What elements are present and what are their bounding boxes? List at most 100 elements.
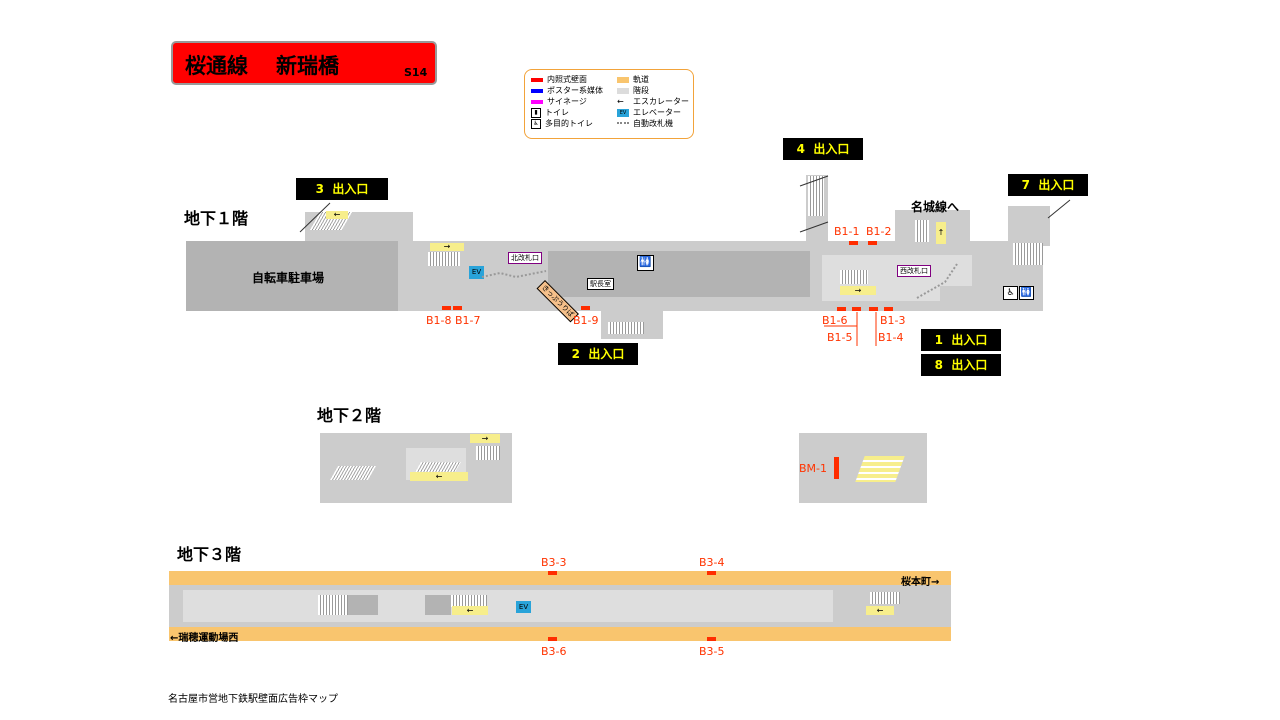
ad-b1-5: [852, 307, 861, 311]
b3-track-top: [169, 571, 951, 585]
north-gate-line: [481, 270, 547, 279]
b1-toilet-icon: 🚻: [637, 255, 654, 271]
b3-track-bottom: [169, 627, 951, 641]
ad-b3-3: [548, 571, 557, 575]
b2-stairs-2: [415, 462, 461, 472]
toilet-icon: ▮: [531, 107, 541, 118]
legend-item-gate: 自動改札機: [617, 118, 693, 129]
ad-label-b1-7: B1-7: [455, 314, 481, 327]
ad-b3-6: [548, 637, 557, 641]
ad-label-b1-2: B1-2: [866, 225, 892, 238]
exit-3-sign: 3 出入口: [296, 178, 388, 200]
ad-label-b3-5: B3-5: [699, 645, 725, 658]
floor-label-b2: 地下２階: [317, 406, 382, 425]
ad-b3-5: [707, 637, 716, 641]
station-code: S14: [404, 66, 428, 79]
ad-label-b1-4: B1-4: [878, 331, 904, 344]
b1-stairs-left: [428, 252, 460, 266]
station-title-banner: 桜通線 新瑞橋 S14: [171, 41, 437, 85]
legend-item-toilet: ▮トイレ: [531, 107, 615, 118]
b2-stairs-1: [329, 466, 377, 480]
legend-item-poster: ポスター系媒体: [531, 85, 615, 96]
ad-b1-4: [869, 307, 878, 311]
exit-2-sign: 2 出入口: [558, 343, 638, 365]
meijo-line-label: 名城線へ: [911, 200, 960, 214]
signage-swatch-icon: [531, 99, 543, 104]
ad-label-b1-3: B1-3: [880, 314, 906, 327]
west-escalator: →: [840, 286, 876, 295]
exit-1-sign: 1 出入口: [921, 329, 1001, 351]
ad-label-b1-6: B1-6: [822, 314, 848, 327]
floor-label-b3: 地下３階: [177, 545, 242, 564]
b3-escalator-2: ←: [866, 606, 894, 615]
b3-stairs-2-wall: [425, 595, 451, 615]
escalator-icon: ←: [617, 96, 624, 106]
footer-caption: 名古屋市営地下鉄駅壁面広告枠マップ: [168, 694, 338, 705]
b2-escalator-2: →: [470, 434, 500, 443]
station-master-label: 駅長室: [587, 278, 614, 290]
ad-label-b3-4: B3-4: [699, 556, 725, 569]
b3-platform-inner: [183, 590, 833, 622]
ad-b3-4: [707, 571, 716, 575]
west-gate-line: [916, 263, 958, 299]
b3-stairs-1: [318, 595, 348, 615]
exit2-stairs: [608, 322, 644, 334]
ad-b1-7: [453, 306, 462, 310]
ad-b1-1: [849, 241, 858, 245]
line-name: 桜通線: [185, 54, 248, 78]
ad-label-bm-1: BM-1: [799, 462, 828, 475]
b2-escalator-1: ←: [410, 472, 468, 481]
legend-item-accessible-toilet: ♿多目的トイレ: [531, 118, 615, 129]
b1-elevator-icon: EV: [469, 266, 484, 279]
ad-b1-2: [868, 241, 877, 245]
ad-label-b1-8: B1-8: [426, 314, 452, 327]
bicycle-parking-label: 自転車駐車場: [252, 271, 325, 285]
exit-4-sign: 4 出入口: [783, 138, 863, 160]
elevator-icon: EV: [617, 108, 629, 117]
exit-8-sign: 8 出入口: [921, 354, 1001, 376]
legend-item-escalator: ←エスカレーター: [617, 96, 689, 106]
bicycle-parking: 自転車駐車場: [186, 241, 398, 311]
direction-mizuho: ←瑞穂運動場西: [170, 633, 239, 644]
ad-label-b1-9: B1-9: [573, 314, 599, 327]
ad-label-b3-6: B3-6: [541, 645, 567, 658]
floor-label-b1: 地下１階: [184, 209, 249, 228]
gate-icon: [617, 121, 629, 126]
b1-accessible-toilet-icon: ♿: [1003, 286, 1018, 300]
north-gate-label: 北改札口: [508, 252, 542, 264]
west-stairs: [840, 270, 868, 284]
b3-stairs-2: [451, 595, 487, 607]
b2-stairs-3: [476, 446, 500, 460]
direction-sakuramoto: 桜本町→: [901, 577, 940, 588]
b3-stairs-3: [870, 592, 900, 604]
west-gate-label: 西改札口: [897, 265, 931, 277]
exit7-stairs: [1013, 243, 1043, 265]
b3-elevator-icon: EV: [516, 601, 531, 613]
exit-7-sign: 7 出入口: [1008, 174, 1088, 196]
ad-b1-3: [884, 307, 893, 311]
meijo-escalator: ↑: [936, 222, 946, 244]
legend-item-track: 軌道: [617, 74, 693, 85]
poster-swatch-icon: [531, 88, 543, 93]
exit7-corridor: [1008, 206, 1050, 246]
exit4-stairs: [808, 176, 824, 216]
station-name: 新瑞橋: [276, 54, 339, 78]
b1-west-toilet-icon: 🚻: [1019, 286, 1034, 300]
exit3-escalator: ←: [326, 211, 348, 219]
b3-stairs-1-wall: [348, 595, 378, 615]
ad-b1-6: [837, 307, 846, 311]
b3-escalator-1: ←: [452, 606, 488, 615]
ad-label-b1-5: B1-5: [827, 331, 853, 344]
stairs-icon: [617, 87, 629, 94]
illuminated-swatch-icon: [531, 77, 543, 82]
track-icon: [617, 76, 629, 83]
legend-item-signage: サイネージ: [531, 96, 615, 107]
ad-b1-9: [581, 306, 590, 310]
legend: 内照式壁面 ポスター系媒体 サイネージ ▮トイレ ♿多目的トイレ 軌道 階段 ←…: [524, 69, 694, 139]
accessible-toilet-icon: ♿: [531, 118, 541, 129]
b1-escalator-left: →: [430, 243, 464, 251]
meijo-stairs: [915, 220, 929, 242]
ad-label-b1-1: B1-1: [834, 225, 860, 238]
